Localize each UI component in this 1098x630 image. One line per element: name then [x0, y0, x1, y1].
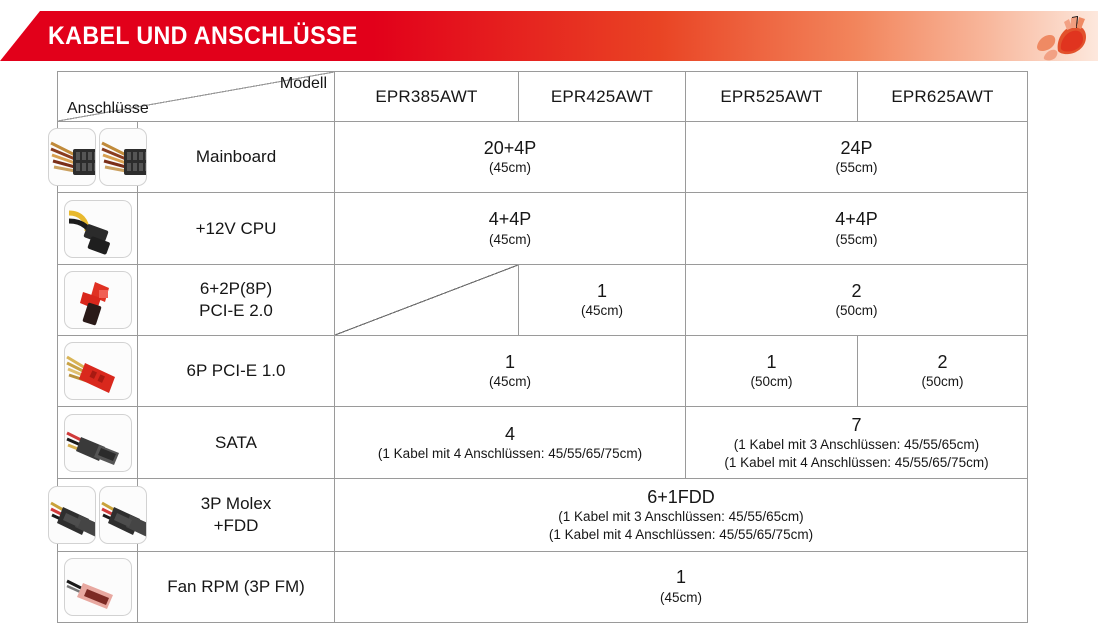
table-row: 6+2P(8P)PCI-E 2.0 1 (45cm) 2 (50cm) [57, 263, 1028, 337]
model-column-header: EPR425AWT [518, 71, 686, 122]
spec-value: 4+4P [835, 209, 878, 230]
cpu-8pin-connector-icon [63, 199, 132, 258]
spec-value-cell: 1(45cm) [334, 550, 1028, 624]
spec-value-cell: 1 (45cm) [334, 335, 686, 408]
cable-length: (50cm) [750, 374, 793, 390]
brand-flame-logo-icon [1028, 13, 1090, 63]
connector-image-cell [57, 406, 138, 480]
spec-value-cell: 2 (50cm) [685, 263, 1028, 337]
spec-value: 1 [596, 280, 607, 301]
pcie-6pin-red-connector-icon [63, 342, 132, 401]
connector-thumbnail-group [62, 267, 133, 333]
spec-value: 2 [937, 351, 948, 372]
connector-thumbnail-group [62, 409, 133, 476]
connector-thumbnail-group [62, 554, 133, 620]
connector-name-line1: 3P Molex [200, 494, 272, 514]
corner-diagonal-divider [58, 72, 334, 121]
connector-image-cell [57, 263, 138, 337]
model-column-header: EPR525AWT [685, 71, 858, 122]
spec-value-cell: 4+4P(55cm) [685, 192, 1028, 265]
cable-length: (45cm) [488, 231, 531, 247]
fan-rpm-3pin-connector-icon [63, 557, 132, 616]
banner-background [0, 11, 1098, 61]
connector-name-cell: 6+2P(8P)PCI-E 2.0 [137, 263, 335, 337]
connector-name-line1: 6+2P(8P) [199, 279, 273, 299]
model-column-header: EPR625AWT [857, 71, 1028, 122]
cable-note: (1 Kabel mit 3 Anschlüssen: 45/55/65cm) [733, 437, 980, 453]
connector-name-cell: 3P Molex+FDD [137, 478, 335, 552]
cable-length: (45cm) [659, 589, 702, 605]
spec-value: 2 [851, 280, 862, 301]
table-row: Fan RPM (3P FM)1(45cm) [57, 550, 1028, 624]
page-header-banner: KABEL UND ANSCHLÜSSE [0, 11, 1098, 61]
cable-length: (50cm) [835, 303, 878, 319]
connector-image-cell [57, 192, 138, 265]
model-axis-label: Modell [279, 75, 327, 92]
not-available-cell [334, 263, 519, 337]
cable-note: (1 Kabel mit 4 Anschlüssen: 45/55/65/75c… [724, 455, 989, 471]
spec-value-cell: 20+4P (45cm) [334, 120, 686, 194]
connector-name-cell: Mainboard [137, 120, 335, 194]
spec-value: 20+4P [483, 137, 537, 158]
spec-value: 1 [504, 351, 515, 372]
connector-name-line2: +FDD [213, 516, 259, 536]
spec-value: 6+1FDD [647, 486, 715, 507]
pcie-8pin-red-connector-icon [63, 270, 132, 329]
connector-name-cell: Fan RPM (3P FM) [137, 550, 335, 624]
cable-length: (55cm) [835, 160, 878, 176]
spec-value-cell: 24P (55cm) [685, 120, 1028, 194]
connector-thumbnail-group [48, 481, 147, 548]
connector-thumbnail-group [62, 195, 133, 261]
spec-value-cell: 2 (50cm) [857, 335, 1028, 408]
cable-note: (1 Kabel mit 3 Anschlüssen: 45/55/65cm) [558, 509, 804, 525]
sata-power-connector-icon [63, 413, 132, 472]
connector-image-cell [48, 120, 147, 194]
mainboard-24pin-connector-icon [99, 128, 147, 187]
page-title: KABEL UND ANSCHLÜSSE [48, 21, 358, 50]
connector-name-line2: PCI-E 2.0 [199, 300, 273, 320]
table-row: Mainboard 20+4P (45cm) 24P (55cm) [48, 120, 1028, 194]
connector-name-cell: SATA [137, 406, 335, 480]
cable-length: (45cm) [488, 160, 531, 176]
cable-length: (55cm) [835, 231, 878, 247]
spec-value: 7 [851, 414, 862, 435]
connector-axis-label: Anschlüsse [67, 100, 149, 117]
connector-name-cell: 6P PCI-E 1.0 [137, 335, 335, 408]
cable-length: (50cm) [921, 374, 964, 390]
spec-value-cell: 6+1FDD (1 Kabel mit 3 Anschlüssen: 45/55/… [334, 478, 1028, 552]
spec-value: 1 [766, 351, 777, 372]
spec-value: 4 [504, 423, 515, 444]
connector-image-cell [57, 550, 138, 624]
spec-value-cell: 4+4P(45cm) [334, 192, 686, 265]
molex-fdd-connector-icon [99, 486, 147, 545]
cable-length: (45cm) [580, 303, 623, 319]
cable-length: (45cm) [488, 374, 531, 390]
cable-note: (1 Kabel mit 4 Anschlüssen: 45/55/65/75c… [548, 527, 814, 543]
connector-thumbnail-group [48, 124, 147, 190]
cable-note: (1 Kabel mit 4 Anschlüssen: 45/55/65/75c… [377, 446, 643, 462]
mainboard-24pin-connector-icon [48, 128, 96, 187]
connector-thumbnail-group [62, 338, 133, 404]
connector-name-cell: +12V CPU [137, 192, 335, 265]
unavailable-diagonal-icon [335, 264, 518, 336]
spec-value: 1 [675, 567, 686, 588]
spec-value-cell: 4 (1 Kabel mit 4 Anschlüssen: 45/55/65/75… [334, 406, 686, 480]
spec-value: 24P [840, 137, 873, 158]
table-row: 3P Molex+FDD 6+1FDD (1 Kabel mit 3 Anschlü… [48, 478, 1028, 552]
table-row: 6P PCI-E 1.0 1 (45cm) 1 (50cm) 2 (50cm) [57, 335, 1028, 408]
spec-value-cell: 1 (45cm) [518, 263, 686, 337]
connector-image-cell [57, 335, 138, 408]
table-row: SATA 4 (1 Kabel mit 4 Anschlüssen: 45/55/6… [57, 406, 1028, 480]
connector-image-cell [48, 478, 147, 552]
spec-value-cell: 7 (1 Kabel mit 3 Anschlüssen: 45/55/65cm)… [685, 406, 1028, 480]
molex-fdd-connector-icon [48, 486, 96, 545]
spec-value: 4+4P [488, 209, 532, 230]
spec-value-cell: 1 (50cm) [685, 335, 858, 408]
model-column-header: EPR385AWT [334, 71, 519, 122]
